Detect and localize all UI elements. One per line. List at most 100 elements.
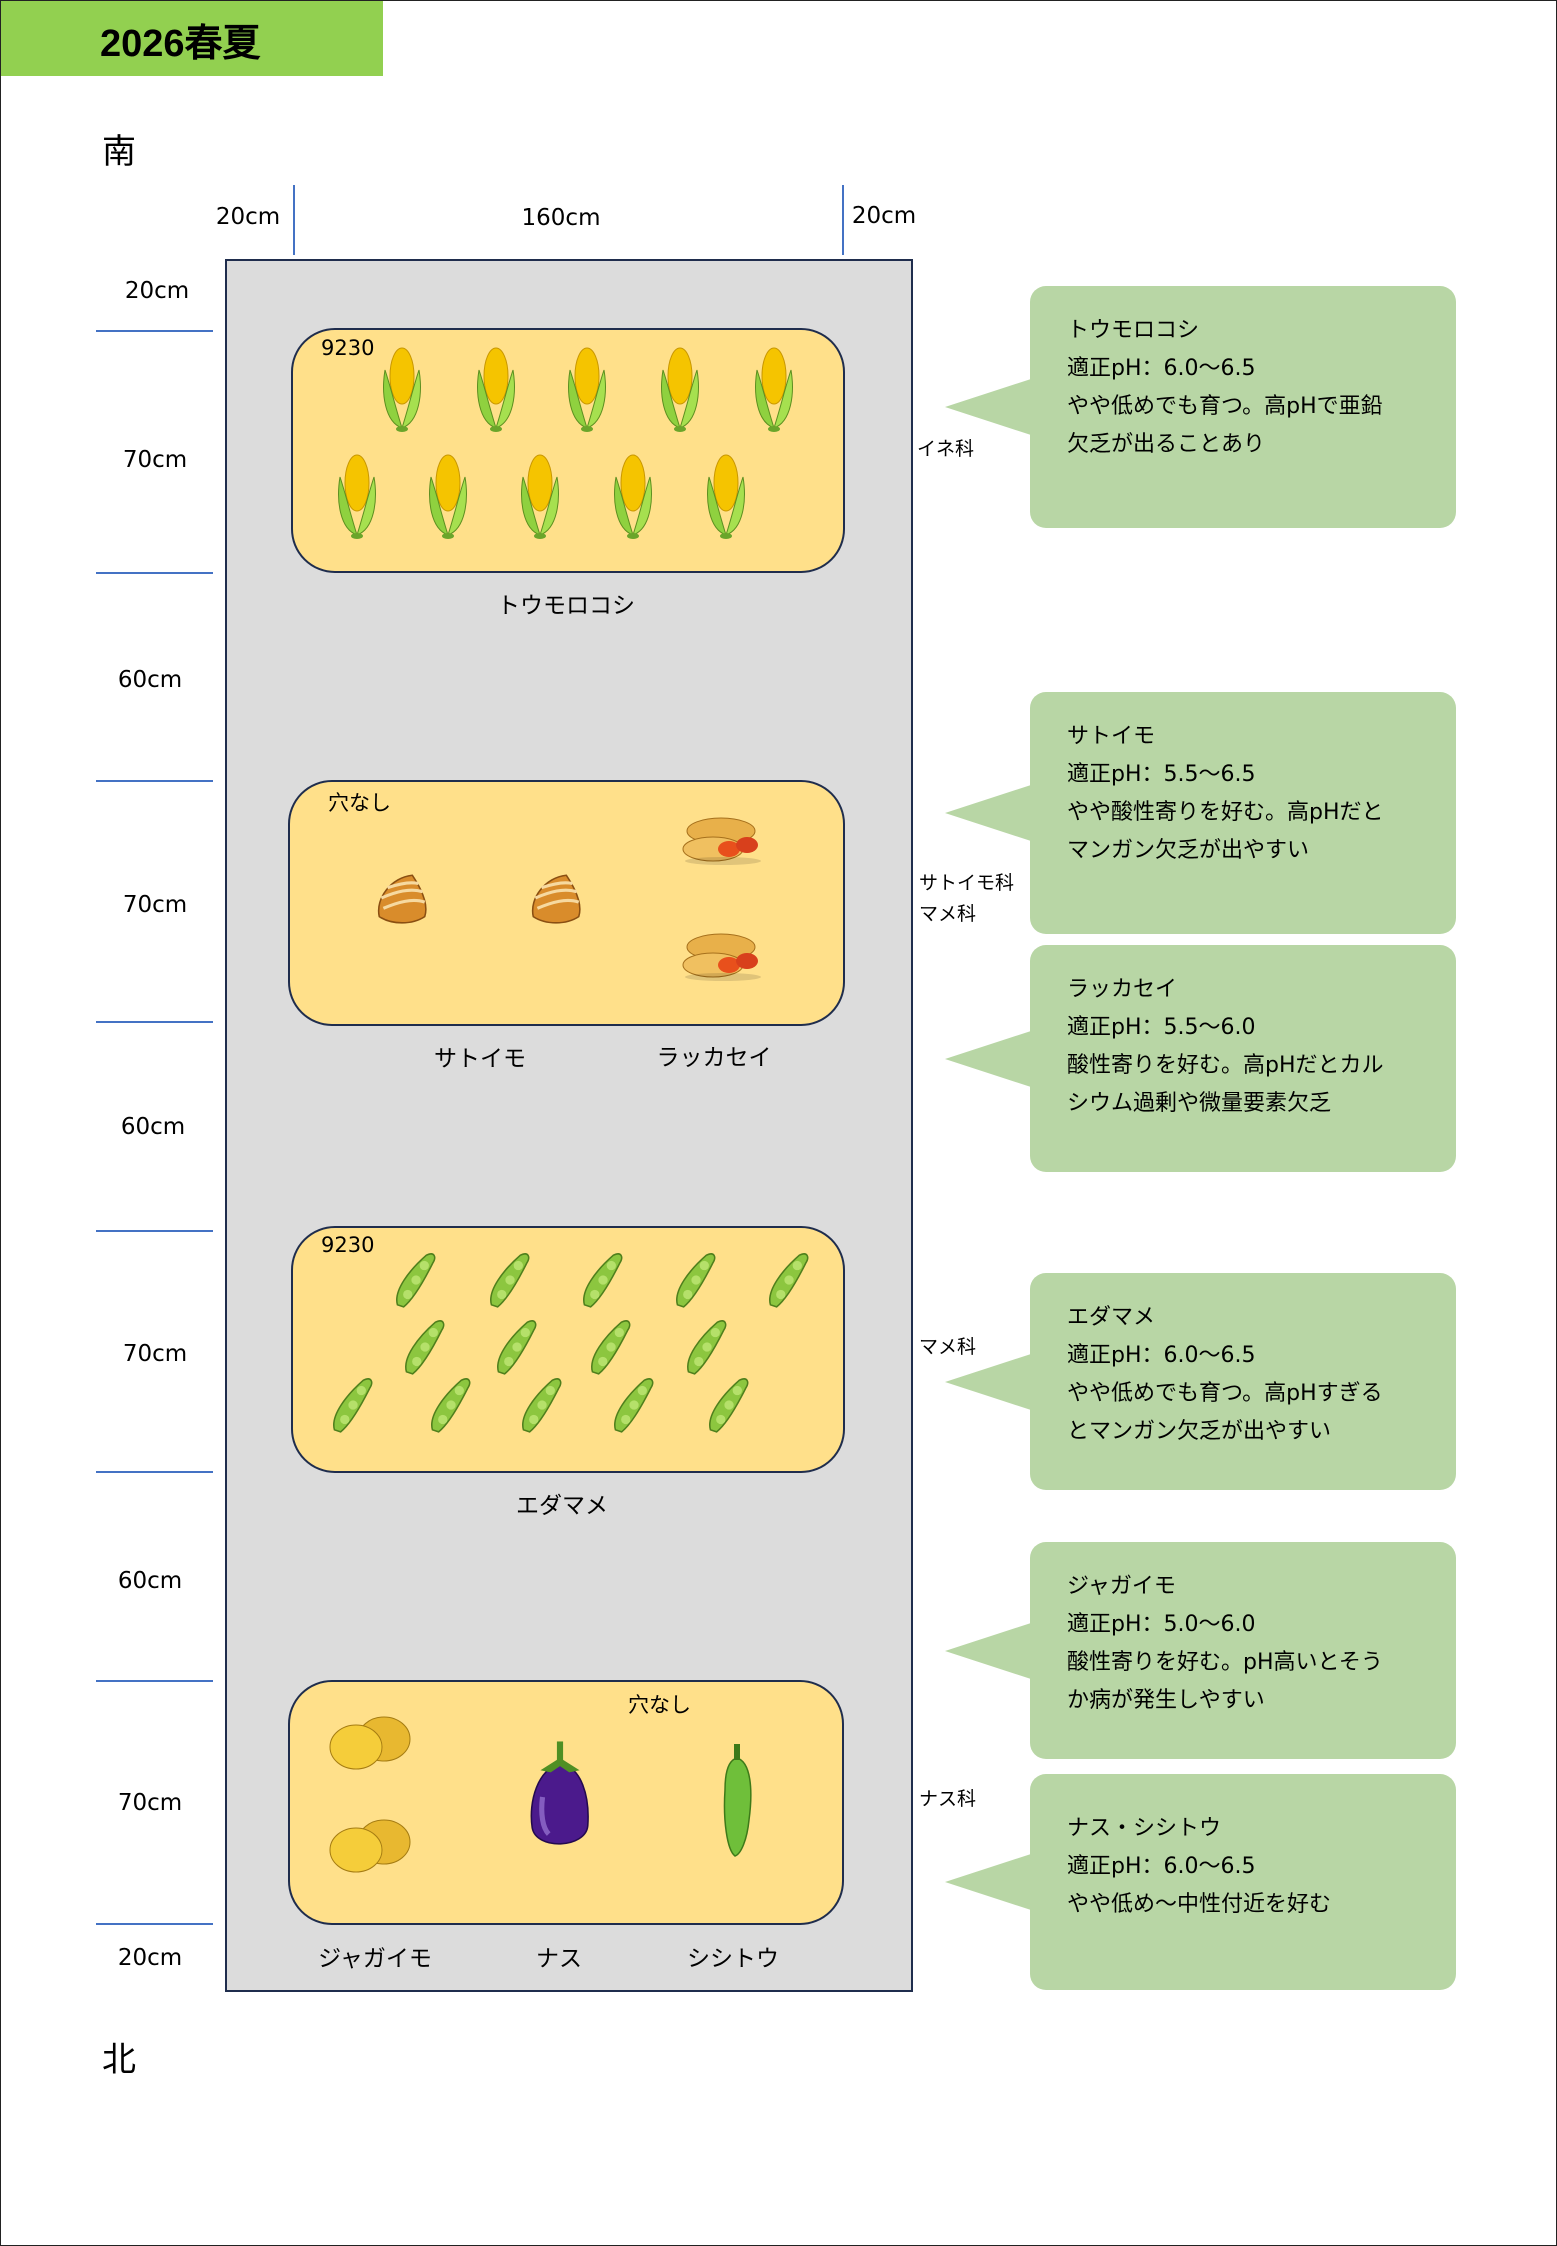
dim-line (96, 1680, 213, 1682)
corn-icon (515, 451, 565, 543)
dim-line (96, 1923, 213, 1925)
callout-note: か病が発生しやすい (1067, 1688, 1265, 1713)
left-dim: 20cm (124, 278, 190, 304)
dim-line (293, 185, 295, 255)
family-label: サトイモ科 (919, 872, 1015, 894)
callout-tail (945, 1353, 1031, 1410)
callout-ph: 適正pH：6.0〜6.5 (1067, 356, 1256, 381)
callout-title: サトイモ (1067, 724, 1156, 749)
bed-1 (291, 328, 845, 573)
bed-note: 穴なし (328, 791, 391, 815)
callout-potato: ジャガイモ 適正pH：5.0〜6.0 酸性寄りを好む。pH高いとそう か病が発生… (945, 1542, 1456, 1759)
family-label: マメ科 (919, 1336, 977, 1358)
crop-label: サトイモ (434, 1046, 526, 1072)
callout-eggplant-shishito: ナス・シシトウ 適正pH：6.0〜6.5 やや低め〜中性付近を好む (945, 1774, 1456, 1990)
direction-north: 北 (102, 2040, 136, 2080)
potato-icon (326, 1815, 416, 1881)
top-dim-center: 160cm (521, 205, 601, 231)
edamame-icon (326, 1374, 378, 1440)
bed-3 (291, 1226, 845, 1473)
left-dim: 60cm (120, 1114, 186, 1140)
direction-south: 南 (102, 132, 136, 172)
corn-icon (701, 451, 751, 543)
bed-note: 9230 (321, 1233, 375, 1257)
left-dim: 60cm (117, 1568, 183, 1594)
page-title: 2026春夏 (100, 23, 261, 65)
family-label: ナス科 (919, 1788, 977, 1810)
edamame-icon (762, 1249, 814, 1315)
corn-icon (608, 451, 658, 543)
dim-line (96, 330, 213, 332)
callout-tail (945, 1854, 1031, 1910)
callout-ph: 適正pH：5.5〜6.5 (1067, 762, 1256, 787)
left-dim: 70cm (122, 447, 188, 473)
callout-note: マンガン欠乏が出やすい (1067, 838, 1310, 863)
eggplant-icon (524, 1735, 596, 1863)
callout-title: エダマメ (1067, 1305, 1156, 1330)
corn-icon (749, 344, 799, 436)
callout-corn: トウモロコシ 適正pH：6.0〜6.5 やや低めでも育つ。高pHで亜鉛 欠乏が出… (945, 286, 1456, 528)
edamame-icon (483, 1249, 535, 1315)
bed-note: 9230 (321, 336, 375, 360)
edamame-icon (669, 1249, 721, 1315)
dim-line (96, 1471, 213, 1473)
callout-tail (945, 1030, 1031, 1087)
callout-note: シウム過剰や微量要素欠乏 (1067, 1091, 1332, 1116)
dim-line (96, 1230, 213, 1232)
callout-ph: 適正pH：5.5〜6.0 (1067, 1015, 1256, 1040)
left-dim: 60cm (117, 667, 183, 693)
corn-icon (562, 344, 612, 436)
callout-note: 欠乏が出ることあり (1067, 432, 1266, 457)
potato-icon (326, 1712, 416, 1778)
callout-note: 酸性寄りを好む。高pHだとカル (1067, 1053, 1384, 1078)
callout-title: ラッカセイ (1067, 977, 1178, 1002)
callout-tail (945, 785, 1031, 841)
callout-title: ナス・シシトウ (1067, 1816, 1222, 1841)
edamame-icon (490, 1316, 542, 1382)
edamame-icon (680, 1316, 732, 1382)
edamame-icon (584, 1316, 636, 1382)
callout-tail (945, 379, 1031, 435)
crop-label: シシトウ (687, 1946, 779, 1972)
left-dim: 70cm (122, 1341, 188, 1367)
shishito-icon (713, 1738, 763, 1866)
edamame-icon (389, 1249, 441, 1315)
corn-icon (655, 344, 705, 436)
callout-note: やや低めでも育つ。高pHすぎる (1067, 1381, 1383, 1406)
corn-icon (332, 451, 382, 543)
title-banner (1, 1, 383, 76)
edamame-icon (424, 1374, 476, 1440)
callout-note: やや酸性寄りを好む。高pHだと (1067, 800, 1384, 825)
top-dim-left: 20cm (215, 204, 281, 230)
callout-peanut: ラッカセイ 適正pH：5.5〜6.0 酸性寄りを好む。高pHだとカル シウム過剰… (945, 945, 1456, 1172)
left-dim: 70cm (122, 892, 188, 918)
callout-note: 酸性寄りを好む。pH高いとそう (1067, 1650, 1383, 1675)
family-label: マメ科 (919, 903, 977, 925)
callout-taro: サトイモ 適正pH：5.5〜6.5 やや酸性寄りを好む。高pHだと マンガン欠乏… (945, 692, 1456, 934)
family-label: イネ科 (917, 438, 975, 460)
crop-label: ジャガイモ (318, 1946, 432, 1972)
left-dim: 20cm (117, 1945, 183, 1971)
corn-icon (423, 451, 473, 543)
callout-note: やや低めでも育つ。高pHで亜鉛 (1067, 394, 1383, 419)
top-dim-right: 20cm (851, 203, 917, 229)
callout-tail (945, 1622, 1031, 1679)
dim-line (96, 780, 213, 782)
peanut-icon (673, 809, 773, 873)
peanut-icon (673, 925, 773, 989)
bed-note: 穴なし (628, 1693, 691, 1717)
edamame-icon (702, 1374, 754, 1440)
taro-icon (525, 867, 587, 933)
crop-label: ラッカセイ (656, 1045, 772, 1071)
callout-note: とマンガン欠乏が出やすい (1067, 1419, 1332, 1444)
dim-line (96, 572, 213, 574)
taro-icon (371, 867, 433, 933)
callout-note: やや低め〜中性付近を好む (1067, 1892, 1332, 1917)
callout-title: トウモロコシ (1067, 318, 1200, 343)
edamame-icon (515, 1374, 567, 1440)
edamame-icon (607, 1374, 659, 1440)
dim-line (842, 185, 844, 255)
callout-edamame: エダマメ 適正pH：6.0〜6.5 やや低めでも育つ。高pHすぎる とマンガン欠… (945, 1273, 1456, 1490)
crop-label: ナス (536, 1946, 582, 1972)
left-dim: 70cm (117, 1790, 183, 1816)
